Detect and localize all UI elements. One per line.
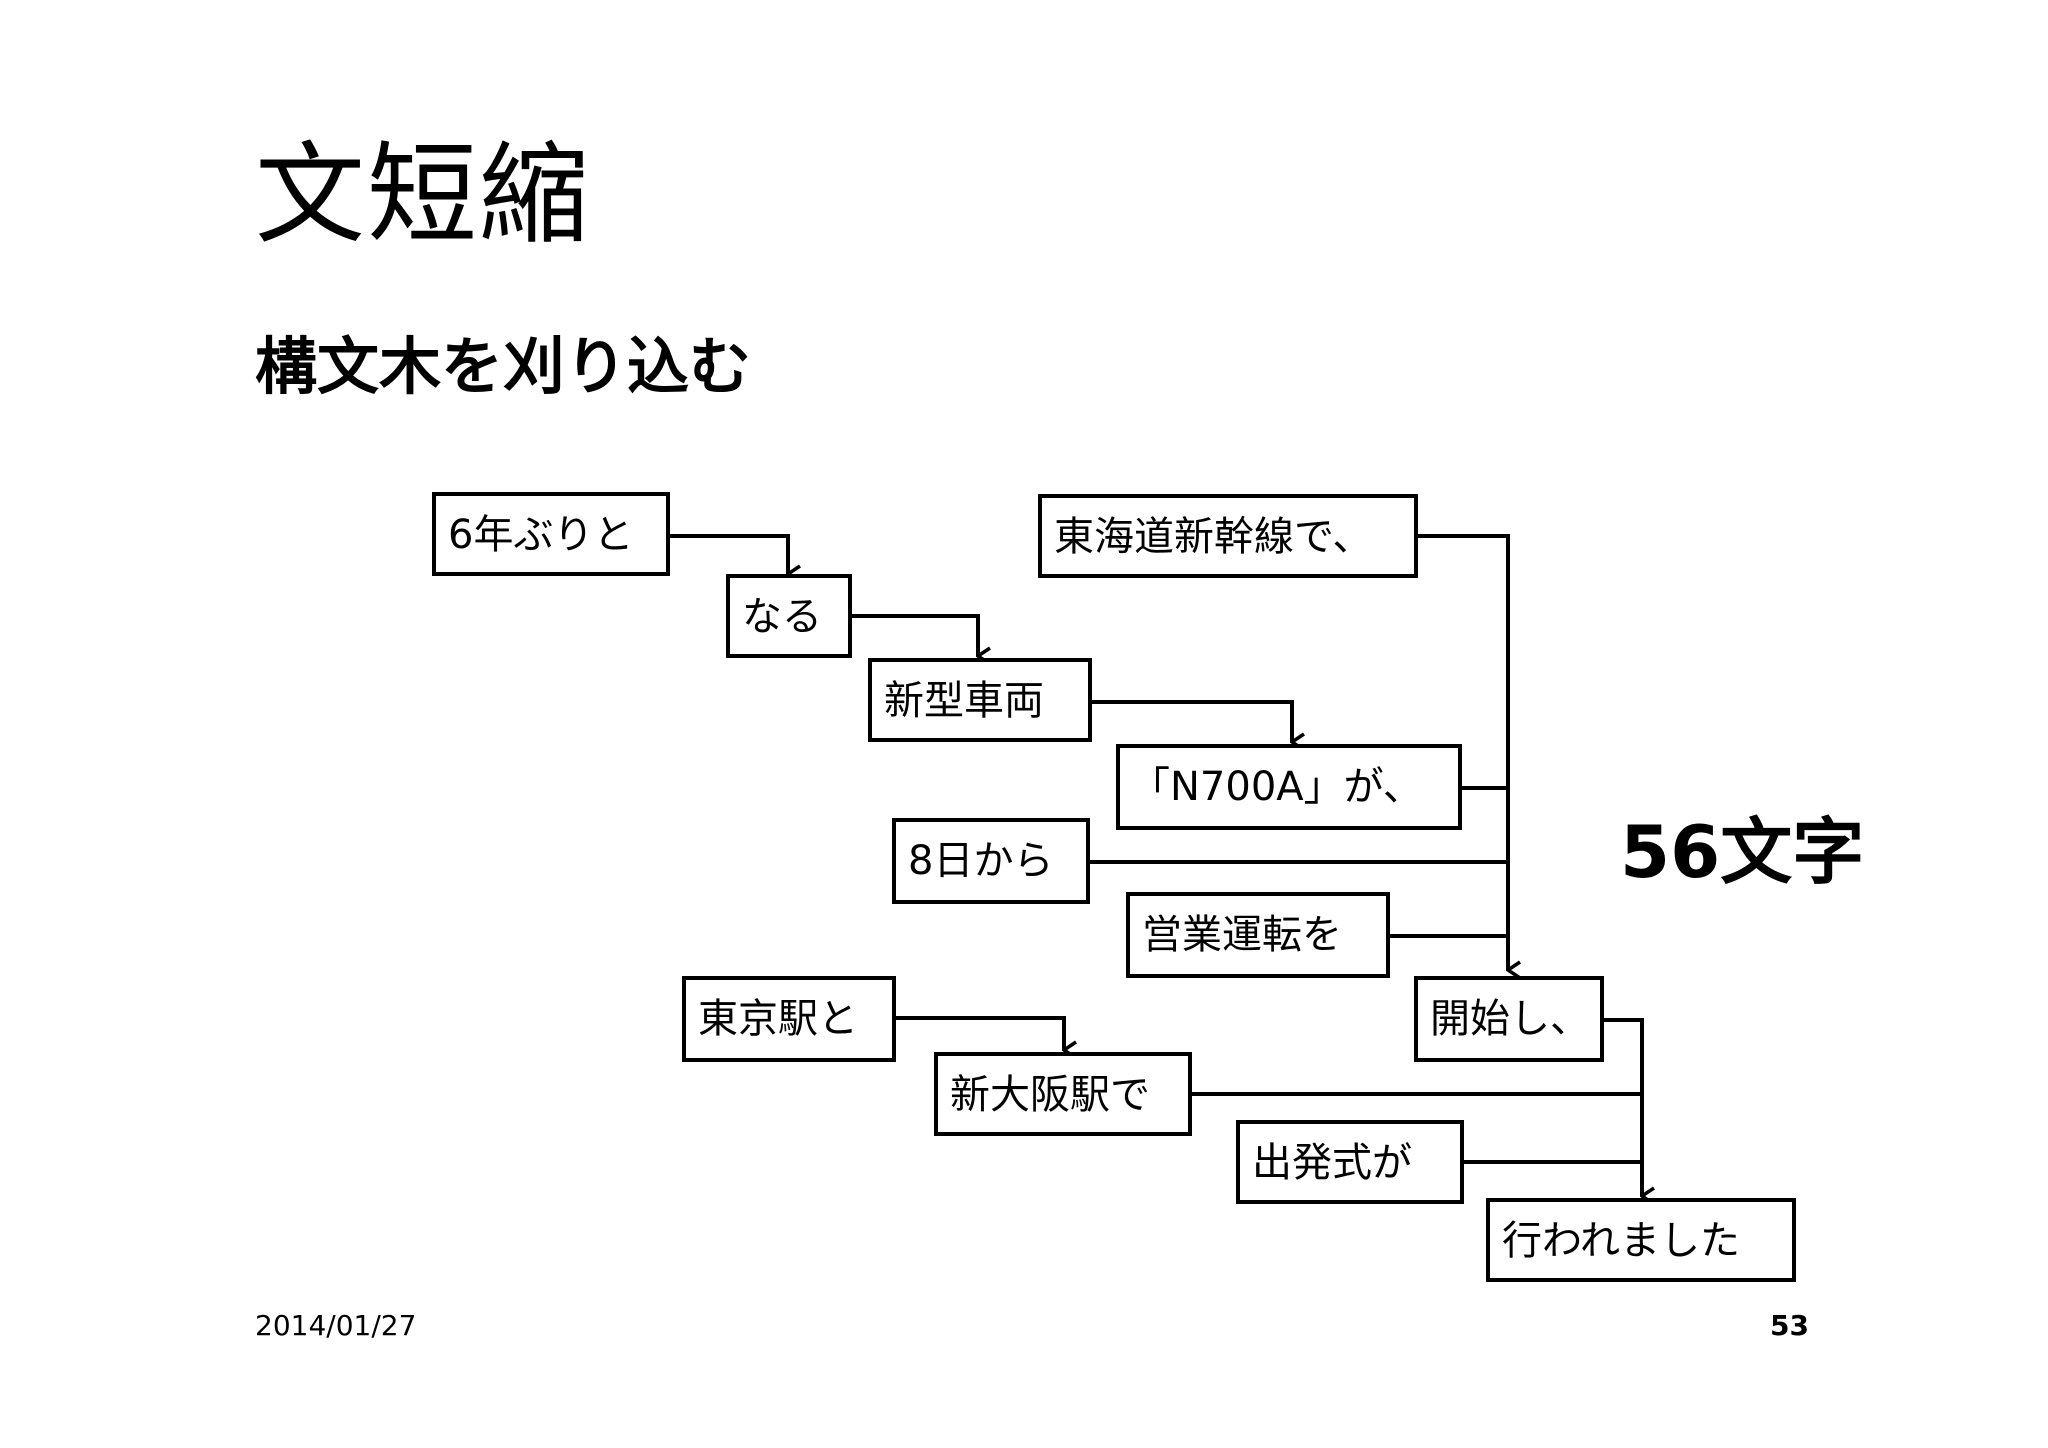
edge-n5-n8 [1416,534,1508,970]
node-label: 6年ぶりと [448,512,633,558]
node-label: 新大阪駅で [950,1072,1150,1118]
edge-n3-n4 [1090,700,1292,742]
tree-node: なる [726,574,852,658]
slide-subtitle: 構文木を刈り込む [255,330,752,403]
tree-node: 開始し、 [1414,976,1604,1062]
tree-node: 8日から [892,818,1090,904]
node-label: なる [742,594,822,640]
node-label: 8日から [908,838,1053,884]
node-label: 営業運転を [1142,912,1342,958]
node-label: 開始し、 [1430,996,1590,1042]
edge-n2-n3 [850,614,978,656]
tree-node: 行われました [1486,1198,1796,1282]
edges [668,534,1642,1196]
slide-date: 2014/01/27 [255,1309,417,1342]
node-label: 出発式が [1252,1140,1412,1186]
tree-node: 新型車両 [868,658,1092,742]
edge-n9-n10 [894,1016,1064,1050]
tree-node: 営業運転を [1126,892,1390,978]
node-label: 「N700A」が、 [1130,764,1423,810]
node-label: 新型車両 [884,678,1044,724]
character-count: 56文字 [1620,810,1865,894]
tree-node: 「N700A」が、 [1116,744,1462,830]
slide-title: 文短縮 [255,131,591,259]
page-number: 53 [1770,1309,1809,1342]
edge-n1-n2 [668,534,788,574]
tree-node: 東海道新幹線で、 [1038,494,1418,578]
tree-node: 東京駅と [682,976,896,1062]
node-label: 行われました [1502,1218,1740,1264]
tree-node: 6年ぶりと [432,492,670,576]
tree-node: 出発式が [1236,1120,1464,1204]
node-label: 東京駅と [698,996,858,1042]
node-label: 東海道新幹線で、 [1054,514,1372,560]
edge-n8-n12 [1602,1018,1642,1196]
tree-node: 新大阪駅で [934,1052,1192,1136]
